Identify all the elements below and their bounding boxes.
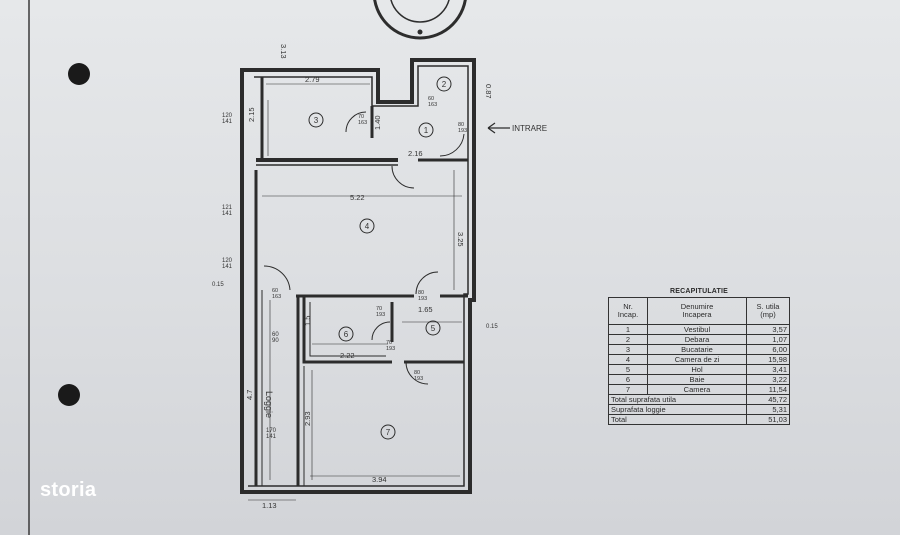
dim-bedroom-width: 3.94 <box>372 475 387 484</box>
dim-small-right: 0.87 <box>484 84 493 99</box>
dim-vest-width: 2.16 <box>408 149 423 158</box>
cell-area: 3,41 <box>746 364 790 375</box>
punch-hole-bottom <box>58 384 80 406</box>
cell-area: 3,57 <box>746 324 790 335</box>
cell-nr: 7 <box>608 384 648 395</box>
cell-name: Hol <box>647 364 747 375</box>
recap-table: Nr. Incap. Denumire Incapera S. utila (m… <box>608 297 790 425</box>
entrance-label: INTRARE <box>512 124 547 133</box>
cell-name: Bucatarie <box>647 344 747 355</box>
dim-hol-right: 0.15 <box>486 324 498 330</box>
total-value: 51,03 <box>746 414 790 425</box>
room-number-4: 4 <box>365 222 370 231</box>
cell-name: Baie <box>647 374 747 385</box>
storia-watermark: storia <box>40 479 97 501</box>
room-number-2: 2 <box>442 80 447 89</box>
room-number-7: 7 <box>386 428 391 437</box>
cell-area: 1,07 <box>746 334 790 345</box>
header-denumire: Denumire Incapera <box>647 297 747 325</box>
cell-name: Camera <box>647 384 747 395</box>
punch-hole-top <box>68 63 90 85</box>
cell-area: 11,54 <box>746 384 790 395</box>
dim-kitchen-height: 2.15 <box>247 107 256 122</box>
dim-bath-height: 1.5 <box>303 316 312 326</box>
cell-name: Debara <box>647 334 747 345</box>
cell-area: 6,00 <box>746 344 790 355</box>
room-number-5: 5 <box>431 324 436 333</box>
cell-nr: 2 <box>608 334 648 345</box>
room-number-3: 3 <box>314 116 319 125</box>
cell-area: 15,98 <box>746 354 790 365</box>
cell-nr: 3 <box>608 344 648 355</box>
recap-header-row: Nr. Incap. Denumire Incapera S. utila (m… <box>608 297 790 325</box>
dim-hol-width: 1.65 <box>418 305 433 314</box>
total-value: 45,72 <box>746 394 790 405</box>
total-label: Total suprafata utila <box>608 394 747 405</box>
official-seal <box>373 0 467 40</box>
dim-bottom-width: 1.13 <box>262 501 277 510</box>
recap-table-panel: RECAPITULATIE Nr. Incap. Denumire Incape… <box>608 287 790 425</box>
cell-name: Vestibul <box>647 324 747 335</box>
dim-wall-left: 0.15 <box>212 282 224 288</box>
dim-loggia-height: 4.7 <box>245 390 254 400</box>
room-number-1: 1 <box>424 126 429 135</box>
cell-nr: 6 <box>608 374 648 385</box>
cell-nr: 1 <box>608 324 648 335</box>
total-label: Total <box>608 414 747 425</box>
recap-title: RECAPITULATIE <box>669 288 729 295</box>
total-value: 5,31 <box>746 404 790 415</box>
dim-kitchen-width: 2.79 <box>305 75 320 84</box>
dim-bedroom-height: 2.93 <box>303 411 312 426</box>
header-suprafata: S. utila (mp) <box>746 297 790 325</box>
loggia-label: Loggie <box>264 391 274 418</box>
dim-top: 3.13 <box>279 44 288 59</box>
total-label: Suprafata loggie <box>608 404 747 415</box>
dim-living-height: 3.25 <box>456 232 465 247</box>
cell-nr: 4 <box>608 354 648 365</box>
dim-hall-height: 1.40 <box>373 115 382 130</box>
cell-area: 3,22 <box>746 374 790 385</box>
dim-bath-width: 2.22 <box>340 351 355 360</box>
cell-name: Camera de zi <box>647 354 747 365</box>
margin-line <box>28 0 30 535</box>
cell-nr: 5 <box>608 364 648 375</box>
header-nr: Nr. Incap. <box>608 297 648 325</box>
room-number-6: 6 <box>344 330 349 339</box>
dim-living-width: 5.22 <box>350 193 365 202</box>
